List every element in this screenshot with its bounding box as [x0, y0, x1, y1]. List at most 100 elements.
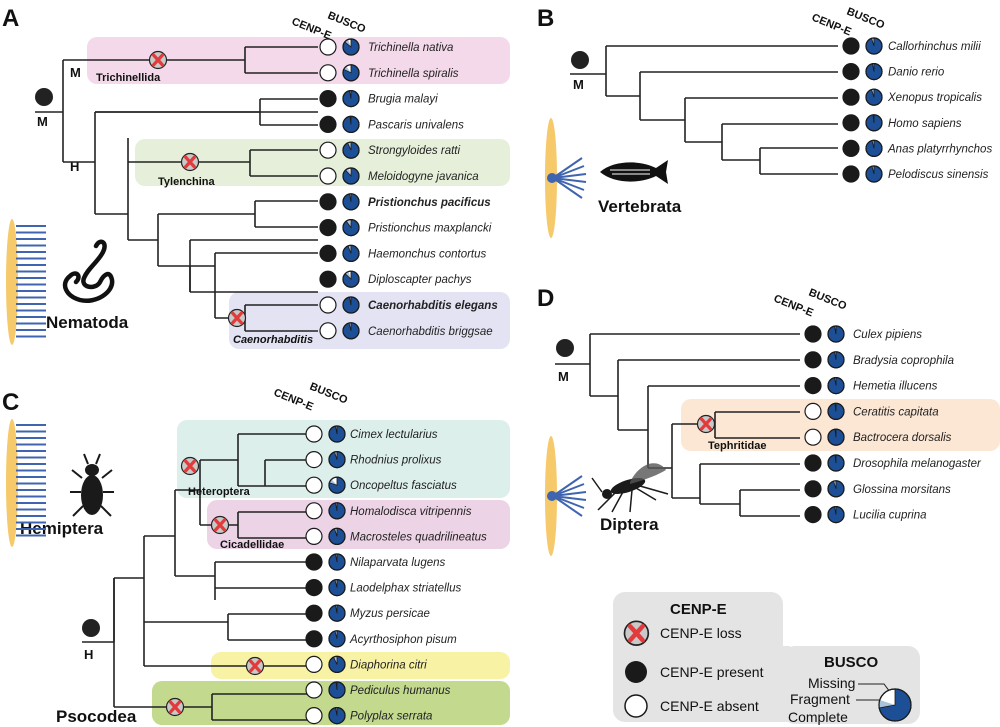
busco-pie [865, 37, 883, 55]
monocentric-root-marker-b [571, 51, 589, 69]
cenpe-status-absent [305, 655, 323, 674]
cenpe-status-absent [319, 64, 337, 82]
busco-pie [827, 325, 845, 343]
cenpe-status-absent [305, 476, 323, 494]
species-name: Pascaris univalens [368, 119, 464, 131]
taxon-label-hemiptera: Hemiptera [20, 519, 104, 538]
legend-fragment-label: Fragment [790, 691, 850, 707]
cenpe-status-absent [305, 681, 323, 699]
tree-c [82, 433, 310, 721]
cenpe-status-present [305, 578, 323, 597]
busco-pie [827, 428, 845, 446]
species-row: Strongyloides ratti [319, 141, 460, 159]
panel-c: C CENP-E BUSCO H Heteroptera Cicadellida… [2, 381, 510, 726]
species-name: Danio rerio [888, 67, 945, 79]
busco-pie [342, 64, 360, 82]
clade-trichinellida: Trichinellida [96, 72, 161, 84]
monocentric-chromosome-icon-d [545, 436, 587, 556]
species-row: Nilaparvata lugens [305, 553, 446, 571]
busco-pie [342, 244, 360, 262]
busco-pie [342, 193, 360, 211]
loss-icon-trichinellida [147, 49, 169, 71]
tree-b [570, 45, 838, 175]
busco-pie [342, 38, 360, 56]
species-name: Meloidogyne javanica [368, 171, 479, 183]
cenpe-status-absent [305, 706, 323, 725]
species-name: Polyplax serrata [350, 711, 432, 723]
species-name: Hemetia illucens [853, 381, 938, 393]
species-name: Caenorhabditis briggsae [368, 326, 493, 338]
loss-icon-heteroptera [179, 455, 201, 477]
busco-pie [342, 296, 360, 314]
species-name: Trichinella nativa [368, 42, 453, 54]
species-name: Anas platyrrhynchos [887, 143, 992, 155]
fly-silhouette [591, 463, 669, 513]
holocentric-root-marker-c [82, 619, 100, 637]
panel-label-a: A [2, 5, 19, 32]
species-name: Bradysia coprophila [853, 355, 954, 367]
loss-icon-psocodea [164, 696, 186, 718]
species-row: Haemonchus contortus [319, 244, 487, 262]
panel-label-d: D [537, 285, 554, 312]
species-name: Strongyloides ratti [368, 145, 460, 157]
nematode-silhouette [62, 239, 115, 304]
legend-missing-label: Missing [808, 675, 855, 691]
species-row: Diaphorina citri [305, 655, 427, 674]
species-row: Glossina morsitans [804, 480, 951, 498]
monocentric-root-marker-d [556, 339, 574, 357]
busco-pie [328, 604, 346, 622]
highlight-trichinellida [87, 37, 510, 84]
clade-tylenchina: Tylenchina [158, 176, 216, 188]
cenpe-status-present [319, 219, 337, 237]
species-row: Meloidogyne javanica [319, 167, 479, 185]
species-row: Laodelphax striatellus [305, 578, 461, 597]
busco-pie [328, 476, 346, 494]
species-row: Xenopus tropicalis [842, 88, 982, 106]
species-name: Culex pipiens [853, 329, 922, 341]
legend-cenpe-title: CENP-E [670, 601, 727, 618]
mark-m-d: M [558, 369, 569, 384]
busco-pie [342, 89, 360, 108]
species-row: Bradysia coprophila [804, 351, 954, 369]
busco-pie [827, 377, 845, 395]
mark-h-c: H [84, 647, 93, 662]
fish-stripes [610, 169, 650, 175]
cenpe-status-present [842, 114, 860, 132]
species-row: Hemetia illucens [804, 377, 938, 395]
loss-icon-caenorhabditis [226, 307, 248, 329]
legend: CENP-E CENP-E loss CENP-E present CENP-E… [613, 592, 920, 725]
mark-m-trichinellida: M [70, 65, 81, 80]
cenpe-status-present [804, 454, 822, 472]
holocentric-chromosome-icon-c [6, 419, 46, 547]
cenpe-status-present [319, 193, 337, 211]
species-name: Trichinella spiralis [368, 68, 459, 80]
legend-busco-title: BUSCO [824, 654, 879, 671]
legend-absent-label: CENP-E absent [660, 698, 759, 714]
legend-loss-label: CENP-E loss [660, 625, 742, 641]
cenpe-status-absent [305, 425, 323, 443]
species-name: Diploscapter pachys [368, 274, 472, 286]
busco-pie [865, 139, 883, 157]
species-name: Drosophila melanogaster [853, 458, 982, 470]
holocentric-chromosome-icon [6, 219, 46, 345]
species-row: Lucilia cuprina [804, 505, 927, 524]
cenpe-status-present [305, 604, 323, 622]
species-row: Macrosteles quadrilineatus [305, 527, 487, 546]
highlight-psocodea [152, 681, 510, 725]
panel-label-c: C [2, 389, 19, 416]
highlight-tylenchina [135, 139, 510, 186]
busco-pie [865, 88, 883, 106]
species-name: Brugia malayi [368, 94, 438, 106]
species-name: Acyrthosiphon pisum [349, 634, 457, 646]
busco-pie [328, 578, 346, 597]
busco-pie [328, 706, 346, 725]
busco-pie [827, 402, 845, 420]
fish-silhouette [600, 160, 668, 184]
species-row: Cimex lectularius [305, 425, 438, 443]
species-name: Pediculus humanus [350, 685, 451, 697]
panel-b: B CENP-E BUSCO M Vertebrata Callorhinchu… [537, 5, 992, 238]
busco-pie [328, 553, 346, 571]
cenpe-status-present [319, 244, 337, 262]
busco-pie [342, 270, 360, 288]
